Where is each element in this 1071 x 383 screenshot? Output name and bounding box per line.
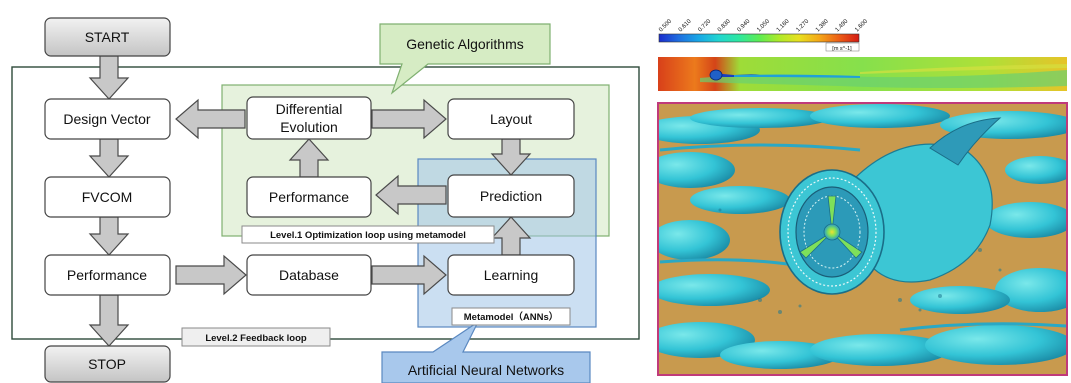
arrow-learning-to-prediction <box>490 216 532 256</box>
colorbar-ticks: 0.500 0.610 0.720 0.830 0.940 1.050 1.160 1.270… <box>658 18 869 33</box>
ann-callout: Artificial Neural Networks <box>381 320 591 383</box>
level2-label-box <box>181 327 331 347</box>
performance-loop-label: Performance <box>269 189 349 205</box>
level1-label-box <box>241 225 495 244</box>
colorbar-tick-label: 0.940 <box>737 18 752 33</box>
learning-label: Learning <box>484 267 539 283</box>
genetic-algorithms-callout: Genetic Algorithms <box>379 23 551 95</box>
prediction-node <box>447 174 575 218</box>
velocity-colorbar: 0.500 0.610 0.720 0.830 0.940 1.050 1.160 1.270… <box>658 18 869 52</box>
colorbar-gradient <box>658 33 860 43</box>
colorbar-tick-label: 1.380 <box>815 18 830 33</box>
colorbar-unit-box <box>825 42 860 52</box>
colorbar-tick-label: 1.490 <box>835 18 850 33</box>
colorbar-unit: [m s^-1] <box>832 46 852 52</box>
start-label: START <box>85 29 130 45</box>
ann-callout-text: Artificial Neural Networks <box>408 362 564 378</box>
colorbar-tick-label: 1.050 <box>756 18 771 33</box>
de-label-line2: Evolution <box>280 119 338 135</box>
design-vector-node <box>44 98 171 140</box>
arrow-performance-to-de <box>288 138 330 178</box>
arrow-de-to-design <box>175 98 246 140</box>
turbine-render <box>657 102 1068 376</box>
genetic-callout-text: Genetic Algorithms <box>406 36 524 52</box>
database-node <box>246 254 372 296</box>
arrow-performance-to-database <box>175 254 247 296</box>
colorbar-tick-label: 1.600 <box>854 18 869 33</box>
colorbar-tick-label: 1.270 <box>795 18 810 33</box>
de-label-line1: Differential <box>276 101 343 117</box>
render-border <box>657 102 1068 376</box>
fvcom-node <box>44 176 171 218</box>
colorbar-tick-label: 0.610 <box>678 18 693 33</box>
stop-node <box>44 345 171 383</box>
velocity-contour-strip <box>658 57 1067 91</box>
flow-arrows <box>88 55 532 347</box>
level2-label: Level.2 Feedback loop <box>205 333 307 344</box>
colorbar-tick-label: 0.830 <box>717 18 732 33</box>
arrow-fvcom-to-performance <box>88 216 130 256</box>
database-label: Database <box>279 267 339 283</box>
design-vector-label: Design Vector <box>63 111 150 127</box>
colorbar-tick-label: 1.160 <box>776 18 791 33</box>
arrow-start-to-design <box>88 55 130 100</box>
metamodel-label-box <box>451 307 571 326</box>
differential-evolution-node <box>246 96 372 140</box>
learning-node <box>447 254 575 296</box>
arrow-database-to-learning <box>371 254 447 296</box>
metamodel-label: Metamodel（ANNs） <box>464 311 559 323</box>
colorbar-tick-label: 0.500 <box>658 18 673 33</box>
arrow-layout-to-prediction <box>490 138 532 176</box>
level1-label: Level.1 Optimization loop using metamode… <box>270 230 466 241</box>
arrow-performance-to-stop <box>88 294 130 347</box>
colorbar-tick-label: 0.720 <box>697 18 712 33</box>
performance-loop-node <box>246 176 372 218</box>
performance-label: Performance <box>67 267 147 283</box>
prediction-label: Prediction <box>480 188 542 204</box>
arrow-de-to-layout <box>371 98 447 140</box>
start-node <box>44 17 171 57</box>
stop-label: STOP <box>88 356 126 372</box>
layout-node <box>447 98 575 140</box>
arrow-design-to-fvcom <box>88 138 130 178</box>
performance-node <box>44 254 171 296</box>
optimization-flowchart: Genetic Algorithms Artificial Neural Net… <box>11 17 640 383</box>
arrow-prediction-to-performance <box>375 174 447 216</box>
layout-label: Layout <box>490 111 532 127</box>
fvcom-label: FVCOM <box>82 189 133 205</box>
